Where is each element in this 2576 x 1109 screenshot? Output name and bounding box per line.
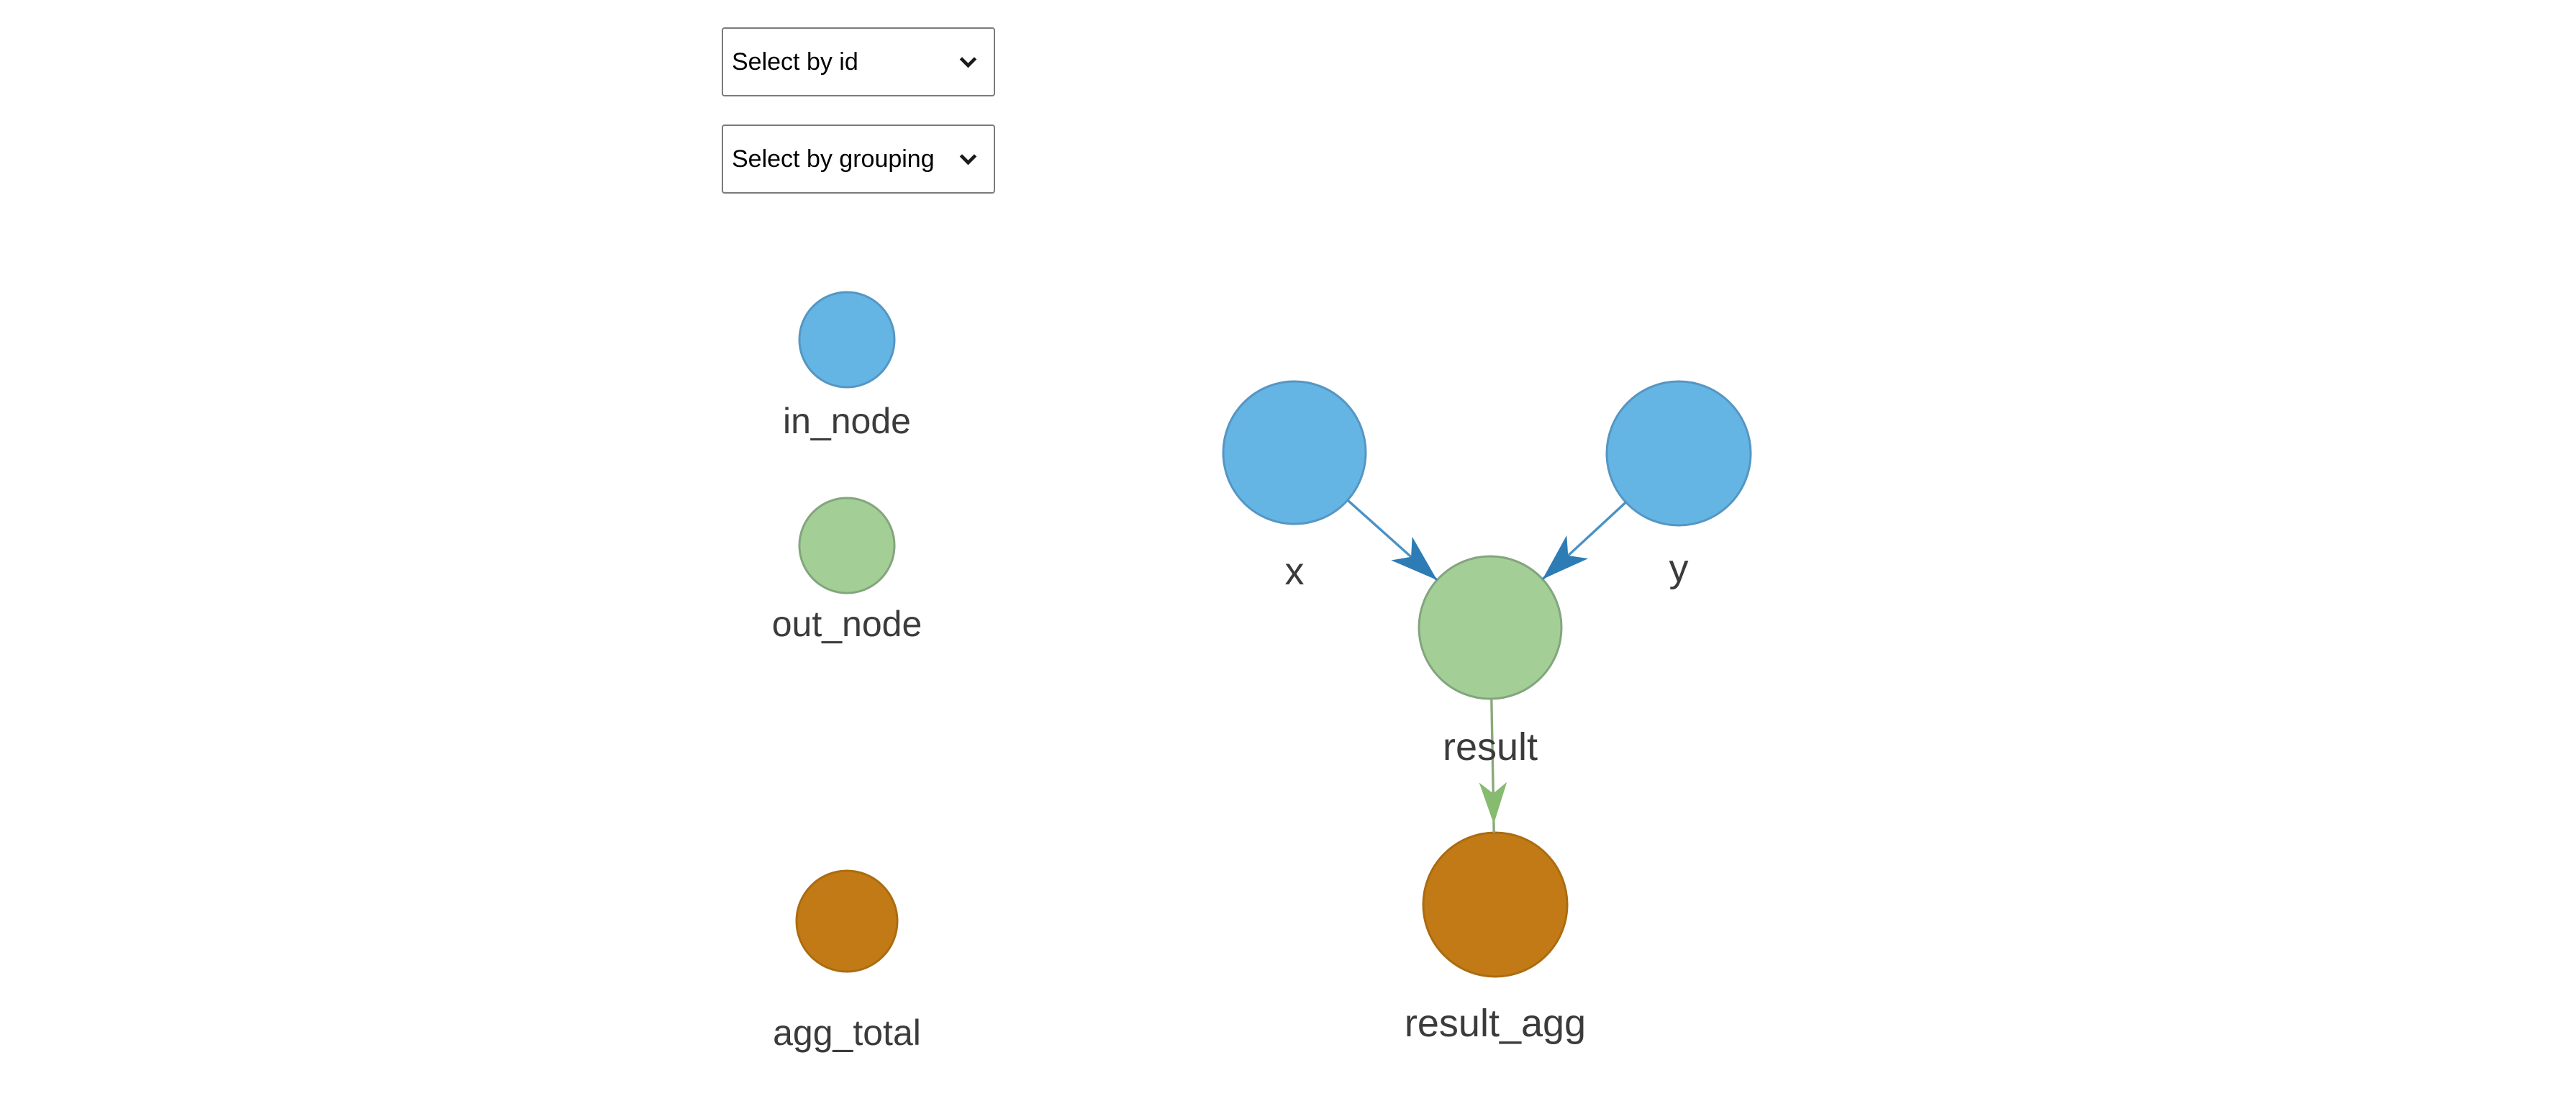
edge-result-result_agg xyxy=(1479,698,1507,833)
graph-node-label-x: x xyxy=(1285,550,1305,593)
edge-y-result xyxy=(1541,501,1627,581)
graph-node-label-result_agg: result_agg xyxy=(1405,1002,1586,1045)
graph-node-x[interactable] xyxy=(1222,380,1367,525)
graph-node-label-y: y xyxy=(1669,547,1689,590)
select-by-grouping-dropdown[interactable]: Select by grouping xyxy=(722,125,995,194)
edge-x-result xyxy=(1346,499,1438,581)
select-by-id-wrapper: Select by id xyxy=(722,27,995,96)
legend-label-agg_total: agg_total xyxy=(773,1013,921,1053)
graph-node-y[interactable] xyxy=(1605,380,1752,527)
select-by-grouping-wrapper: Select by grouping xyxy=(722,125,995,194)
select-by-id-dropdown[interactable]: Select by id xyxy=(722,27,995,96)
legend-label-in_node: in_node xyxy=(783,401,911,441)
graph-node-result[interactable] xyxy=(1418,555,1563,700)
legend-label-out_node: out_node xyxy=(772,604,922,644)
legend-swatch-out_node xyxy=(798,497,896,594)
graph-node-label-result: result xyxy=(1443,725,1538,769)
graph-node-result_agg[interactable] xyxy=(1422,831,1569,978)
legend-swatch-in_node xyxy=(798,291,896,389)
legend-swatch-agg_total xyxy=(795,869,899,973)
